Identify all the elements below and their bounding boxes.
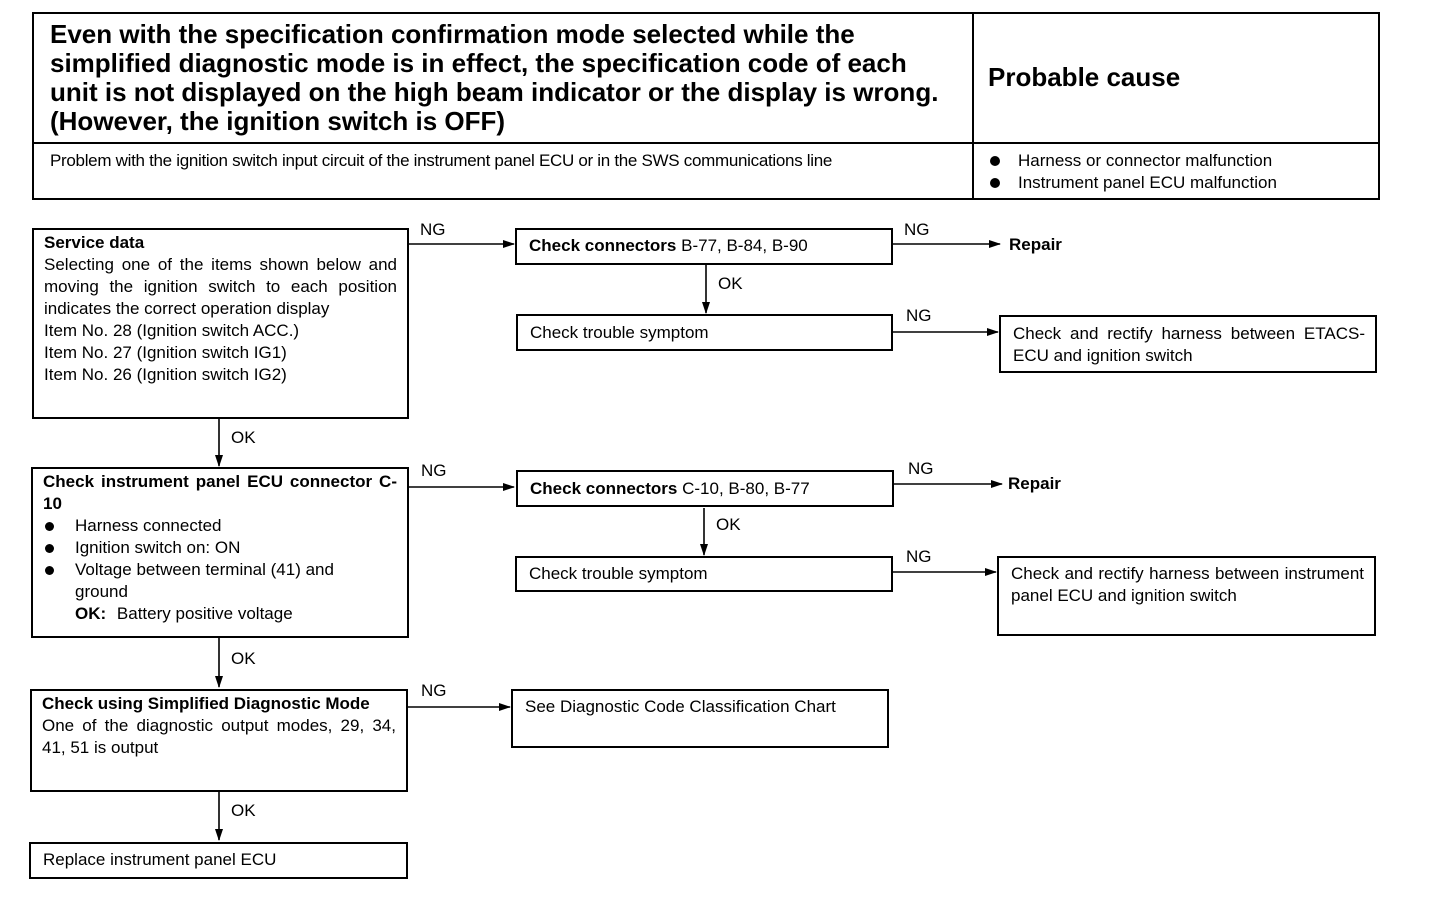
check-diagnostic-mode-box: Check using Simplified Diagnostic Mode O…: [30, 689, 408, 792]
service-data-item: Item No. 26 (Ignition switch IG2): [44, 365, 287, 384]
ok-label: OK: [231, 801, 256, 820]
ok-label: OK: [716, 515, 741, 534]
repair-label-2: Repair: [1008, 474, 1061, 493]
trouble-symptom-text: Check trouble symptom: [529, 564, 708, 583]
ng-label: NG: [908, 459, 934, 478]
connector-list: B-77, B-84, B-90: [676, 236, 808, 255]
see-chart-text: See Diagnostic Code Classification Chart: [525, 697, 836, 716]
check-ecu-title: Check instrument panel ECU connector C-1…: [43, 472, 397, 513]
check-connectors-box-2: Check connectors C-10, B-80, B-77: [516, 470, 894, 507]
rectify-box-1: Check and rectify harness between ETACS-…: [999, 315, 1377, 373]
ok-label: OK: [231, 428, 256, 447]
ok-label: OK: [718, 274, 743, 293]
ok-criterion-label: OK:: [75, 604, 107, 623]
check-ecu-conditions: Harness connected Ignition switch on: ON…: [43, 515, 397, 603]
ng-label: NG: [904, 220, 930, 239]
symptom-header-table: Even with the specification confirmation…: [32, 12, 1380, 200]
ng-label: NG: [906, 306, 932, 325]
condition-item: Voltage between terminal (41) and ground: [43, 559, 335, 603]
problem-description: Problem with the ignition switch input c…: [50, 151, 833, 170]
probable-cause-list: Harness or connector malfunction Instrum…: [988, 150, 1277, 194]
trouble-symptom-text: Check trouble symptom: [530, 323, 709, 342]
check-diag-text: One of the diagnostic output modes, 29, …: [42, 716, 396, 757]
table-divider-horizontal: [34, 142, 1378, 144]
condition-item: Harness connected: [43, 515, 397, 537]
replace-ecu-text: Replace instrument panel ECU: [43, 850, 277, 869]
check-connectors-box-1: Check connectors B-77, B-84, B-90: [515, 228, 893, 265]
see-chart-box: See Diagnostic Code Classification Chart: [511, 689, 889, 748]
service-data-item: Item No. 27 (Ignition switch IG1): [44, 343, 287, 362]
ng-label: NG: [420, 220, 446, 239]
cause-item: Instrument panel ECU malfunction: [988, 172, 1277, 194]
rectify-text: Check and rectify harness between ETACS-…: [1013, 324, 1365, 365]
condition-item: Ignition switch on: ON: [43, 537, 397, 559]
ok-criterion: OK: Battery positive voltage: [43, 603, 397, 625]
ok-label: OK: [231, 649, 256, 668]
service-data-box: Service data Selecting one of the items …: [32, 228, 409, 419]
replace-ecu-box: Replace instrument panel ECU: [29, 842, 408, 879]
ng-label: NG: [906, 547, 932, 566]
ok-criterion-value: Battery positive voltage: [116, 604, 293, 623]
repair-label-1: Repair: [1009, 235, 1062, 254]
trouble-symptom-box-1: Check trouble symptom: [516, 314, 893, 351]
check-connectors-label: Check connectors: [530, 479, 678, 498]
table-divider-vertical: [972, 14, 974, 198]
check-connectors-label: Check connectors: [529, 236, 677, 255]
service-data-item: Item No. 28 (Ignition switch ACC.): [44, 321, 300, 340]
symptom-description: Even with the specification confirmation…: [50, 19, 939, 136]
check-diag-title: Check using Simplified Diagnostic Mode: [42, 694, 370, 713]
ng-label: NG: [421, 681, 447, 700]
cause-item: Harness or connector malfunction: [988, 150, 1277, 172]
connector-list: C-10, B-80, B-77: [677, 479, 810, 498]
check-ecu-connector-box: Check instrument panel ECU connector C-1…: [31, 467, 409, 638]
ng-label: NG: [421, 461, 447, 480]
probable-cause-heading: Probable cause: [988, 62, 1181, 92]
trouble-symptom-box-2: Check trouble symptom: [515, 556, 893, 592]
rectify-text: Check and rectify harness between instru…: [1011, 564, 1364, 605]
service-data-text: Selecting one of the items shown below a…: [44, 255, 397, 318]
service-data-title: Service data: [44, 233, 145, 252]
rectify-box-2: Check and rectify harness between instru…: [997, 556, 1376, 636]
